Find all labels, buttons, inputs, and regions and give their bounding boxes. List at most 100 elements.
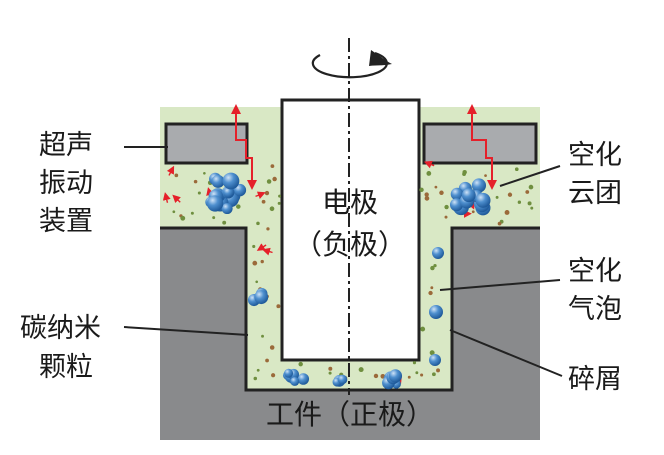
debris-dot [514,167,519,172]
bubble [290,376,300,386]
debris-dot [298,361,303,367]
debris-dot [471,210,475,214]
debris-dot [424,196,430,201]
debris-dot [434,185,438,189]
debris-dot [180,215,186,221]
debris-dot [269,206,275,212]
bubble [388,369,403,383]
bubble [297,373,310,385]
debris-dot [444,215,448,219]
debris-dot [439,190,444,196]
debris-dot [528,184,534,190]
zigzag-double-arrow-icon [235,112,493,184]
label-electrode-line1: 电极 [322,186,378,219]
debris-dot [276,304,281,309]
debris-dot [261,199,266,204]
electrode [280,98,421,362]
debris-and-flow [162,160,534,384]
debris-dot [517,200,522,204]
bubble [222,172,240,190]
transducer-right [422,122,538,165]
debris-dot [256,221,260,226]
debris-dot [271,373,276,378]
debris-dot [444,204,449,210]
flow-arrow [262,247,273,256]
debris-dot [484,174,487,177]
debris-dot [236,204,241,209]
debris-dot [429,350,435,356]
bubble [206,195,224,212]
bubble [221,203,233,215]
debris-dot [328,366,333,371]
debris-dot [495,195,499,199]
bubble [254,290,269,305]
debris-dot [256,368,260,372]
debris-dot [407,375,411,379]
debris-dot [264,190,270,196]
label-cavitation-bubble-line1: 空化 [568,256,622,287]
leader-lines [123,146,563,377]
bubble [432,247,444,259]
debris-dot [358,367,364,373]
label-electrode-line2: （负极） [294,228,406,261]
debris-dot [193,179,198,184]
bubble [450,187,464,201]
debris-dot [530,206,534,210]
label-cavitation-bubble-line2: 气泡 [568,294,622,325]
flow-arrow [423,160,435,169]
bubble [475,192,491,208]
label-cavitation-cloud-line2: 云团 [568,178,622,209]
debris-dot [270,164,275,169]
flow-arrow [256,243,267,251]
debris-dot [203,171,206,175]
debris-dot [172,210,176,214]
debris-dot [261,334,264,338]
debris-dot [190,211,194,215]
debris-dot [436,368,441,373]
debris-dot [462,169,467,175]
bubble [284,368,294,378]
label-debris: 碎屑 [568,364,622,395]
flow-arrow [172,194,181,204]
bubble [461,188,476,203]
debris-dot [525,190,530,194]
flow-arrow [162,192,171,203]
debris-dot [269,345,275,350]
debris-dot [252,244,256,248]
label-workpiece: 工件（正极） [266,398,434,431]
flow-arrow [166,165,175,176]
debris-dot [222,220,227,225]
debris-dot [252,260,258,266]
debris-dot [266,227,270,231]
debris-dot [260,259,264,264]
debris-dot [253,376,258,381]
debris-dot [265,358,269,363]
debris-dot [420,326,426,332]
label-ultrasonic-line2: 振动 [39,168,93,199]
debris-dot [415,371,419,375]
transducer-left [164,122,249,165]
debris-dot [497,221,502,226]
label-cnt-line2: 颗粒 [39,352,93,383]
cavitation-bubbles [205,172,491,390]
debris-dot [278,194,282,198]
debris-dot [419,187,424,193]
debris-dot [420,373,424,377]
debris-dot [328,371,332,375]
bubble [471,178,487,193]
debris-dot [430,265,435,271]
bubble [429,354,441,366]
debris-dot [197,191,201,195]
debris-dot [255,280,259,284]
debris-dot [272,176,277,182]
debris-dot [504,210,510,215]
label-ultrasonic-line3: 装置 [39,206,93,237]
label-cavitation-cloud-line1: 空化 [568,140,622,171]
debris-dot [424,192,429,197]
debris-dot [426,171,432,176]
debris-dot [428,290,433,296]
debris-dot [373,373,379,379]
bubble [429,305,443,319]
debris-dot [432,372,436,377]
